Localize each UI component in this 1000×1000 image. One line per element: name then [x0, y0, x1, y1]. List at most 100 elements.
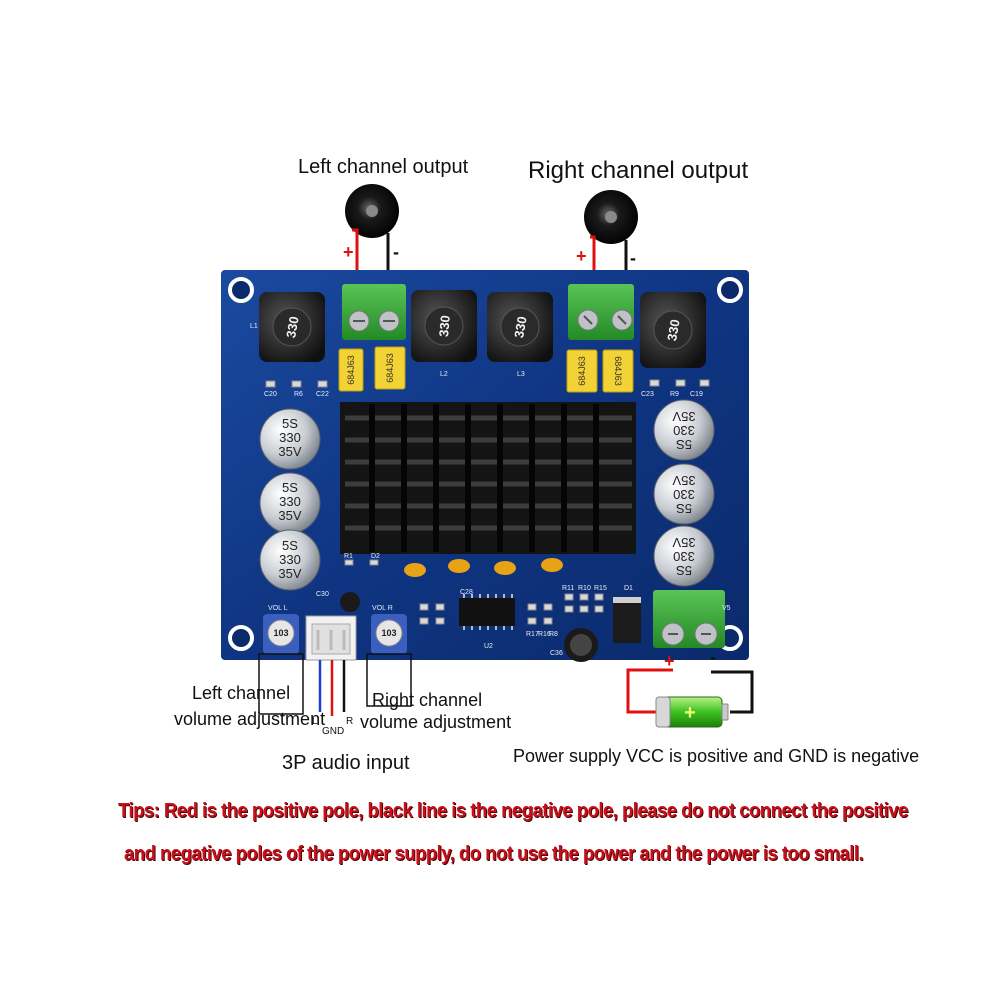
electrolytic-caps-right [653, 399, 715, 587]
inductor-mark: 330 [664, 318, 683, 342]
audio-input-wires [318, 660, 346, 716]
right-output-terminal [568, 284, 634, 340]
left-output-plus: + [343, 242, 354, 262]
left-volume-potentiometer [263, 614, 299, 654]
right-volume-potentiometer [371, 614, 407, 654]
left-volume-label-1: Left channel [192, 683, 291, 703]
left-volume-label-2: volume adjustment [174, 709, 326, 729]
cap-mark: 35V [672, 535, 695, 550]
tips-line-1: Tips: Red is the positive pole, black li… [118, 800, 908, 822]
silk-R8: R8 [549, 631, 558, 638]
silk-R6: R6 [294, 391, 303, 398]
left-output-label: Left channel output [298, 156, 469, 178]
inductor-L4 [640, 292, 706, 368]
cap-mark: 330 [673, 549, 695, 564]
cap-mark: 35V [278, 566, 301, 581]
silk-R1: R1 [344, 553, 353, 560]
cap-mark: 5S [676, 563, 692, 578]
silk-D2: D2 [371, 553, 380, 560]
black-cap-near-input [340, 592, 360, 612]
film-cap-mark: 684J63 [346, 355, 356, 385]
right-output-label: Right channel output [528, 157, 749, 184]
cap-C36 [564, 628, 598, 662]
silk-R16: R16 [538, 631, 551, 638]
power-supply-label: Power supply VCC is positive and GND is … [513, 746, 920, 766]
pin-gnd-label: GND [322, 726, 345, 737]
cap-mark: 5S [676, 501, 692, 516]
mount-hole [717, 277, 743, 303]
power-wires [626, 668, 754, 714]
inductor-mark: 330 [436, 315, 453, 338]
mount-hole [228, 625, 254, 651]
cap-mark: 35V [672, 473, 695, 488]
silk-R11: R11 [562, 585, 574, 592]
right-output-plus: + [576, 246, 587, 266]
battery-plus-mark: + [684, 702, 696, 724]
cap-mark: 330 [673, 487, 695, 502]
power-plus: + [664, 651, 675, 671]
battery-icon: + [655, 696, 729, 728]
right-volume-label-2: volume adjustment [360, 712, 512, 732]
silk-C30: C30 [316, 591, 329, 598]
pot-mark: 103 [381, 628, 396, 638]
cap-mark: 35V [278, 508, 301, 523]
silk-vol-r: VOL R [372, 605, 393, 612]
silk-D1: D1 [624, 585, 633, 592]
cap-mark: 35V [278, 444, 301, 459]
right-volume-label-1: Right channel [372, 690, 483, 710]
film-cap-mark: 684J63 [613, 356, 623, 386]
silk-R9: R9 [670, 391, 679, 398]
pot-mark: 103 [273, 628, 288, 638]
film-cap-mark: 684J63 [577, 356, 587, 386]
cap-mark: 35V [672, 409, 695, 424]
inductor-L1 [259, 292, 325, 362]
cap-mark: 5S [676, 437, 692, 452]
mount-hole [228, 277, 254, 303]
silk-L2: L2 [440, 371, 448, 378]
left-output-terminal [342, 284, 406, 340]
audio-input-label: 3P audio input [282, 752, 410, 774]
silk-U2: U2 [484, 643, 493, 650]
cap-mark: 330 [279, 552, 301, 567]
silk-L1: L1 [250, 323, 258, 330]
electrolytic-caps-left [259, 408, 321, 591]
inductor-L3 [487, 292, 553, 362]
silk-R17: R17 [526, 631, 539, 638]
left-speaker-icon [345, 184, 399, 238]
silk-V5: V5 [722, 605, 731, 612]
cap-mark: 5S [282, 480, 298, 495]
right-speaker-icon [584, 190, 638, 244]
film-capacitors [338, 346, 634, 393]
left-output-minus: - [393, 242, 399, 262]
tips-line-2: and negative poles of the power supply, … [124, 843, 864, 865]
inductor-L2 [411, 290, 477, 362]
silk-C23: C23 [641, 391, 654, 398]
volume-leader-lines [258, 653, 412, 715]
silk-L3: L3 [517, 371, 525, 378]
silk-vol-l: VOL L [268, 605, 288, 612]
power-minus: - [710, 647, 716, 667]
pin-l-label: L [312, 716, 318, 727]
film-cap-mark: 684J63 [385, 353, 395, 383]
smd-components [265, 379, 710, 625]
diode-D1 [613, 597, 641, 643]
right-output-minus: - [630, 248, 636, 268]
pin-r-label: R [346, 716, 354, 727]
inductor-mark: 330 [283, 315, 302, 339]
cap-mark: 5S [282, 538, 298, 553]
cap-mark: 330 [279, 430, 301, 445]
cap-mark: 330 [673, 423, 695, 438]
silk-C22: C22 [316, 391, 329, 398]
ceramic-caps [404, 558, 563, 577]
heatsink [340, 402, 636, 554]
cap-mark: 330 [279, 494, 301, 509]
chip-U2 [459, 594, 515, 630]
audio-input-connector [305, 615, 357, 661]
inductor-mark: 330 [511, 315, 530, 339]
power-input-terminal [653, 590, 725, 648]
silk-R10: R10 [578, 585, 591, 592]
silk-R15: R15 [594, 585, 607, 592]
cap-mark: 5S [282, 416, 298, 431]
silk-C28: C28 [460, 589, 473, 596]
